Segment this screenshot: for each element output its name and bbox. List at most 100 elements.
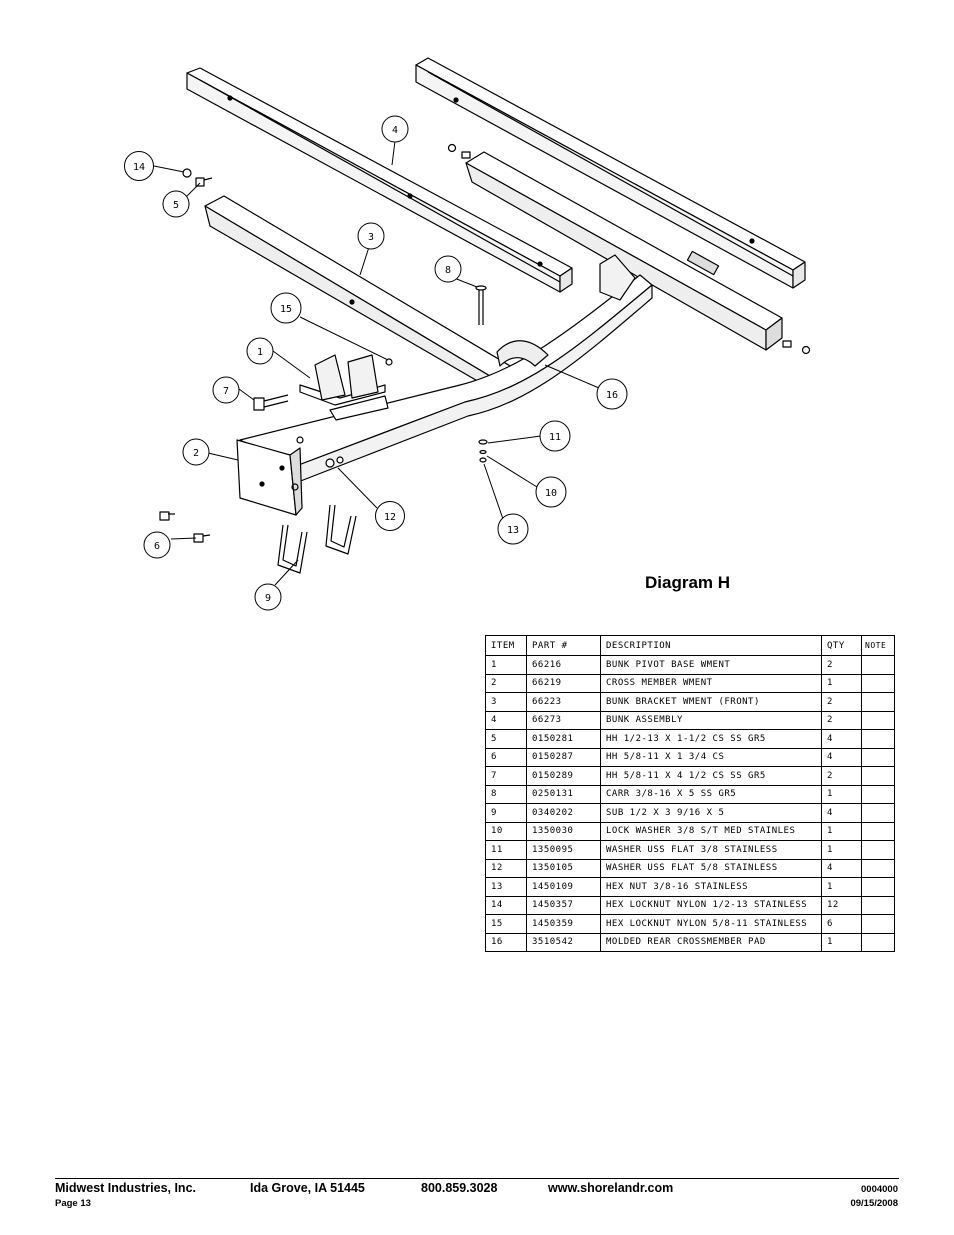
callout-16: 16 [596,378,628,410]
row-note [861,692,895,712]
row-item: 4 [485,710,527,730]
row-part-number: 66216 [526,655,601,675]
svg-text:8: 8 [445,265,451,276]
header-qty: QTY [821,635,862,656]
footer-phone: 800.859.3028 [421,1181,498,1195]
footer-location: Ida Grove, IA 51445 [250,1181,365,1195]
row-part-number: 1350095 [526,840,601,860]
footer-company: Midwest Industries, Inc. [55,1181,196,1195]
row-part-number: 0250131 [526,784,601,804]
row-part-number: 66273 [526,710,601,730]
row-description: WASHER USS FLAT 5/8 STAINLESS [600,858,822,878]
row-qty: 2 [821,692,862,712]
row-item: 8 [485,784,527,804]
row-note [861,710,895,730]
exploded-parts-diagram: 14 5 4 3 8 15 1 7 2 16 11 10 12 13 6 9 [124,57,811,611]
callout-6: 6 [143,531,171,559]
svg-text:7: 7 [223,386,229,397]
row-description: HEX LOCKNUT NYLON 5/8-11 STAINLESS [600,914,822,934]
header-item: ITEM [485,635,527,656]
row-note [861,932,895,952]
row-item: 10 [485,821,527,841]
callout-7: 7 [212,376,240,404]
callout-3: 3 [357,222,385,250]
row-description: SUB 1/2 X 3 9/16 X 5 [600,803,822,823]
row-part-number: 1450357 [526,895,601,915]
footer-doc-number: 0004000 [861,1184,898,1195]
callout-11: 11 [539,420,571,452]
row-part-number: 0150287 [526,747,601,767]
callout-2: 2 [182,438,210,466]
row-qty: 4 [821,803,862,823]
svg-text:9: 9 [265,593,271,604]
row-item: 5 [485,729,527,749]
row-note [861,895,895,915]
row-note [861,821,895,841]
row-item: 3 [485,692,527,712]
callout-4: 4 [381,115,409,143]
row-qty: 1 [821,784,862,804]
table-header-row: ITEM PART # DESCRIPTION QTY NOTE [485,635,895,656]
svg-text:13: 13 [507,525,519,536]
row-description: CARR 3/8-16 X 5 SS GR5 [600,784,822,804]
row-description: HH 1/2-13 X 1-1/2 CS SS GR5 [600,729,822,749]
row-part-number: 1450359 [526,914,601,934]
diagram-title: Diagram H [645,573,731,592]
bunk-pivot-base [299,354,389,421]
row-description: BUNK BRACKET WMENT (FRONT) [600,692,822,712]
header-note: NOTE [861,635,895,656]
row-qty: 1 [821,673,862,693]
row-item: 15 [485,914,527,934]
svg-text:5: 5 [173,200,179,211]
row-description: HEX NUT 3/8-16 STAINLESS [600,877,822,897]
callout-12: 12 [375,501,405,531]
row-qty: 1 [821,932,862,952]
row-description: HEX LOCKNUT NYLON 1/2-13 STAINLESS [600,895,822,915]
row-item: 13 [485,877,527,897]
footer-date: 09/15/2008 [850,1198,898,1209]
svg-text:2: 2 [193,448,199,459]
footer-divider [55,1178,899,1179]
row-item: 7 [485,766,527,786]
molded-pad [496,340,549,367]
svg-text:11: 11 [549,432,561,443]
callout-10: 10 [535,476,567,508]
row-part-number: 1350030 [526,821,601,841]
row-part-number: 0150281 [526,729,601,749]
row-note [861,858,895,878]
u-bolts [277,504,357,574]
svg-text:6: 6 [154,541,160,552]
callout-8: 8 [434,255,462,283]
row-note [861,766,895,786]
row-description: LOCK WASHER 3/8 S/T MED STAINLES [600,821,822,841]
row-item: 9 [485,803,527,823]
svg-text:12: 12 [384,512,396,523]
row-qty: 12 [821,895,862,915]
row-description: CROSS MEMBER WMENT [600,673,822,693]
footer-website: www.shorelandr.com [548,1181,674,1195]
callout-9: 9 [254,583,282,611]
row-note [861,803,895,823]
row-description: HH 5/8-11 X 4 1/2 CS SS GR5 [600,766,822,786]
callout-13: 13 [497,513,529,545]
row-qty: 2 [821,655,862,675]
svg-text:4: 4 [392,125,398,136]
row-qty: 2 [821,766,862,786]
svg-text:10: 10 [545,488,557,499]
row-description: BUNK PIVOT BASE WMENT [600,655,822,675]
callout-5: 5 [162,190,190,218]
svg-text:16: 16 [606,390,618,401]
row-description: BUNK ASSEMBLY [600,710,822,730]
